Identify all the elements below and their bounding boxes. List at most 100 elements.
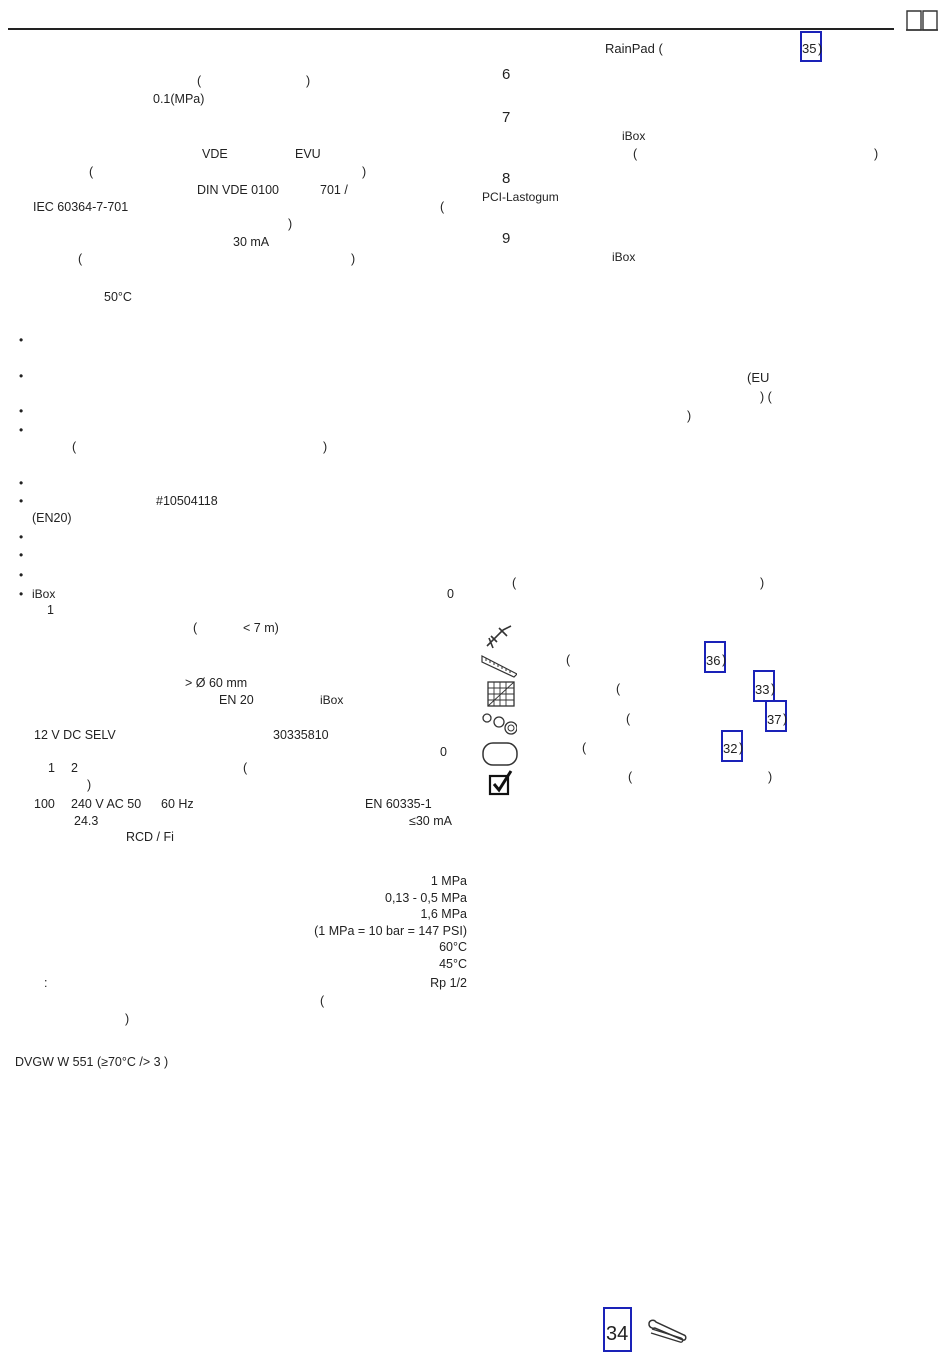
text-r1b: ) [818, 41, 823, 56]
ref-box-36 [704, 641, 726, 673]
bullet: • [19, 548, 24, 562]
spec-temp-rec: 45°C [439, 957, 467, 971]
spec-conversion: (1 MPa = 10 bar = 147 PSI) [314, 924, 467, 938]
text-en60335: EN 60335-1 [365, 797, 432, 811]
page-number: 34 [606, 1323, 629, 1345]
bullet: • [19, 568, 24, 582]
step-8: 8 [502, 170, 511, 187]
text-tool1b: ) [722, 653, 727, 667]
text-iec: IEC 60364-7-701 [33, 200, 129, 214]
text-ibox-r2: iBox [612, 250, 636, 264]
text-m1a: ( [193, 621, 198, 635]
bullet: • [19, 369, 24, 383]
text-r7a: ( [512, 576, 517, 590]
text-tool4b: ) [739, 741, 744, 755]
text-part-number: 30335810 [273, 728, 329, 742]
text-diameter: > Ø 60 mm [185, 676, 248, 690]
spec-pressure-range: 0,13 - 0,5 MPa [385, 891, 467, 905]
text-pressure: 0.1(MPa) [153, 92, 205, 106]
text-tool2b: ) [771, 682, 776, 696]
text-tool1a: ( [566, 653, 571, 667]
text-ibox-1: 1 [47, 603, 54, 617]
text-b4b: ) [323, 440, 328, 454]
spec-paren-b: ) [125, 1012, 130, 1026]
checkbox-check-icon [488, 770, 513, 796]
text-rcd: RCD / Fi [126, 830, 174, 844]
sealing-mesh-icon [487, 681, 515, 707]
text-r6c: ) [687, 409, 692, 423]
text-en20-2: EN 20 [219, 693, 254, 707]
wrench-tools-icon [648, 1319, 687, 1343]
text-ibox-0: 0 [447, 587, 454, 601]
text-ibox: iBox [32, 587, 56, 601]
text-tool5a: ( [628, 770, 633, 784]
spec-colon: : [44, 976, 48, 990]
text-frequency: 60 Hz [161, 797, 194, 811]
text-din-vde: DIN VDE 0100 [197, 183, 279, 197]
text-en20: (EN20) [32, 511, 72, 525]
text-item-number: #10504118 [156, 494, 218, 508]
text-701: 701 / [320, 183, 348, 197]
ref-box-35 [800, 31, 822, 62]
text-m7: ) [87, 778, 92, 792]
text-r7b: ) [760, 576, 765, 590]
text-m6c: ( [243, 761, 248, 775]
bullet: • [19, 404, 24, 418]
text-l1a: ( [197, 74, 202, 88]
text-b4a: ( [72, 440, 77, 454]
text-l4b: ) [362, 165, 367, 179]
spec-pressure-max: 1 MPa [430, 874, 467, 888]
book-icon [906, 10, 938, 31]
text-r3a: ( [633, 147, 638, 161]
bullet: • [19, 333, 24, 347]
spec-connection: Rp 1/2 [430, 976, 467, 990]
ref-box-33 [753, 670, 775, 702]
header-rule [8, 28, 894, 30]
text-30ma: 30 mA [233, 235, 270, 249]
text-tool5b: ) [768, 770, 773, 784]
step-6: 6 [502, 66, 511, 83]
spec-dvgw: DVGW W 551 (≥70°C /> 3 ) [15, 1055, 169, 1069]
text-rainpad: RainPad ( [605, 41, 663, 56]
text-m9a: 24.3 [74, 814, 99, 828]
step-7: 7 [502, 109, 511, 126]
sealant-tub-icon [482, 742, 518, 766]
text-tool2a: ( [616, 682, 621, 696]
ref-33: 33 [755, 682, 770, 697]
spec-temp-max: 60°C [439, 940, 467, 954]
text-distance: < 7 m) [243, 621, 279, 635]
text-m9b: ≤30 mA [409, 814, 452, 828]
text-ibox-r1: iBox [622, 129, 646, 143]
text-l7: ) [288, 217, 293, 231]
text-evu: EVU [295, 147, 321, 161]
fittings-icon [482, 713, 517, 735]
ref-box-32 [721, 730, 743, 762]
text-l9a: ( [78, 252, 83, 266]
text-l6b: ( [440, 200, 445, 214]
caulking-gun-icon [486, 625, 512, 649]
text-pci-lastogum: PCI-Lastogum [482, 190, 559, 204]
text-tool4a: ( [582, 741, 587, 755]
text-m6b: 2 [71, 761, 78, 775]
text-vde: VDE [202, 147, 228, 161]
ref-37: 37 [767, 712, 782, 727]
bullet: • [19, 494, 24, 508]
text-tool3a: ( [626, 712, 631, 726]
text-eu: (EU [747, 370, 770, 385]
ref-32: 32 [723, 741, 738, 756]
spec-pressure-test: 1,6 MPa [420, 907, 467, 921]
text-selv: 12 V DC SELV [34, 728, 116, 742]
bullet: • [19, 530, 24, 544]
step-9: 9 [502, 230, 511, 247]
page-number-box [603, 1307, 632, 1352]
ruler-icon [481, 655, 517, 678]
spec-paren-a: ( [320, 994, 325, 1008]
text-voltage-min: 100 [34, 797, 55, 811]
text-l1b: ) [306, 74, 311, 88]
ref-box-37 [765, 700, 787, 732]
text-voltage-max: 240 V AC 50 [71, 797, 142, 811]
bullet: • [19, 476, 24, 490]
text-l4a: ( [89, 165, 94, 179]
ref-36: 36 [706, 653, 721, 668]
bullet: • [19, 423, 24, 437]
